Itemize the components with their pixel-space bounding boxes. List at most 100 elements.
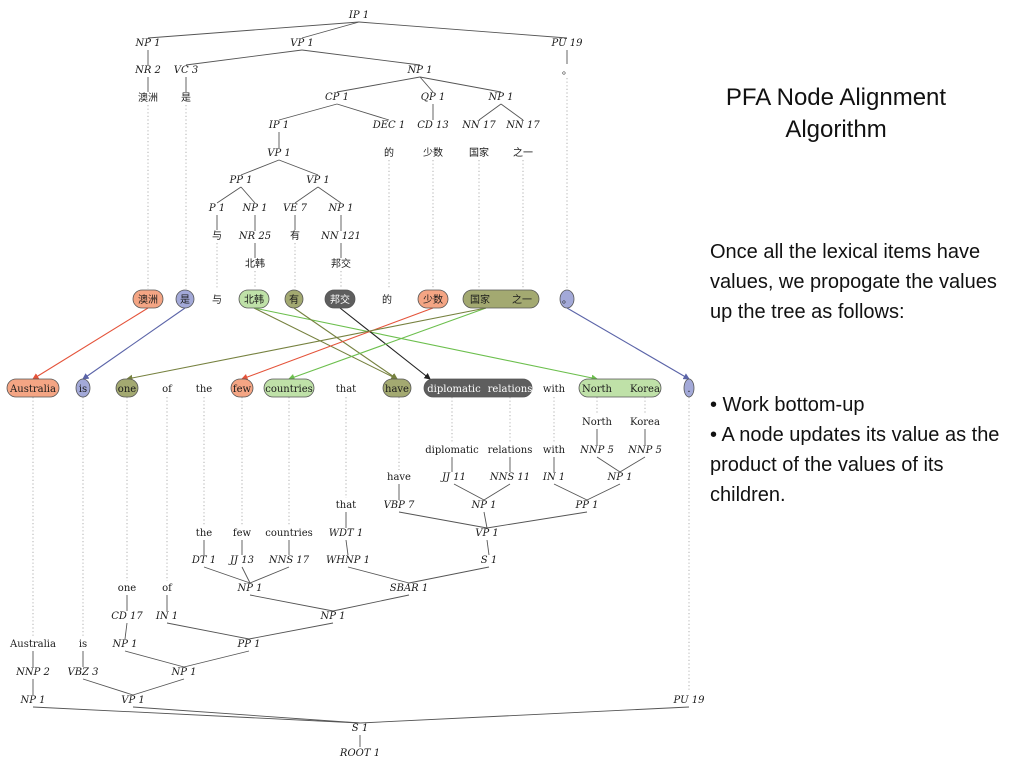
- cn-tree-edge: [301, 21, 360, 39]
- en-tree-edge: [486, 511, 588, 529]
- cn-node-11: NP 1: [487, 92, 513, 103]
- cn-lexical-item: 的: [382, 293, 392, 306]
- cn-node-30: 有: [290, 229, 300, 242]
- cn-tree-edge: [419, 76, 502, 93]
- cn-lexical-item: 是: [180, 294, 190, 306]
- en-node-14: PP 1: [575, 500, 599, 511]
- cn-tree-edge: [278, 159, 319, 176]
- en-node-31: IN 1: [155, 611, 178, 622]
- cn-lexical-item: 有: [289, 293, 299, 306]
- cn-node-13: DEC 1: [372, 120, 406, 131]
- en-node-27: NP 1: [236, 583, 262, 594]
- cn-lexical-item: 少数: [423, 293, 443, 306]
- en-node-12: VBP 7: [384, 500, 415, 511]
- en-node-42: PU 19: [673, 695, 706, 706]
- cn-node-28: 与: [212, 230, 222, 242]
- en-lexical-item: have: [385, 384, 409, 395]
- en-node-8: NNS 11: [489, 472, 530, 483]
- en-node-44: ROOT 1: [339, 748, 380, 759]
- cn-highlight-box: [417, 289, 449, 309]
- alignment-arrow: [566, 307, 690, 380]
- cn-node-27: NP 1: [327, 203, 353, 214]
- alignment-arrow: [82, 307, 186, 380]
- cn-node-32: 北韩: [245, 257, 265, 270]
- en-tree-edge: [249, 566, 290, 584]
- cn-tree-edge: [478, 103, 502, 121]
- en-tree-edge: [553, 483, 588, 501]
- cn-highlight-box: [324, 289, 356, 309]
- en-tree-edge: [132, 678, 185, 696]
- cn-node-22: PP 1: [229, 175, 253, 186]
- en-highlight-box: [423, 378, 533, 398]
- en-tree-edge: [359, 706, 690, 724]
- cn-node-31: NN 121: [320, 231, 361, 242]
- cn-node-7: 澳洲: [138, 91, 158, 104]
- en-lexical-item: of: [162, 384, 173, 395]
- cn-highlight-box: [559, 289, 575, 309]
- en-tree-edge: [483, 483, 511, 501]
- en-tree-edge: [124, 622, 128, 640]
- en-node-3: NNP 5: [627, 445, 662, 456]
- cn-highlight-box: [175, 289, 195, 309]
- cn-tree-edge: [240, 159, 280, 176]
- cn-node-9: CP 1: [325, 92, 349, 103]
- en-node-6: with: [543, 445, 566, 456]
- cn-highlight-box: [462, 289, 540, 309]
- en-node-43: S 1: [352, 723, 368, 734]
- en-tree-edge: [486, 539, 490, 556]
- en-node-9: IN 1: [542, 472, 565, 483]
- en-tree-edge: [596, 456, 621, 473]
- en-tree-edge: [398, 511, 488, 529]
- cn-tree-edge: [278, 103, 338, 121]
- explanation-panel: PFA Node Alignment Algorithm Once all th…: [700, 0, 1024, 768]
- en-tree-edge: [332, 594, 410, 612]
- en-node-7: JJ 11: [440, 472, 466, 483]
- cn-node-19: 少数: [423, 146, 443, 159]
- en-highlight-box: [115, 378, 139, 398]
- en-node-33: Australia: [9, 639, 56, 650]
- en-lexical-item: with: [543, 384, 566, 395]
- cn-highlight-box: [284, 289, 304, 309]
- cn-node-12: IP 1: [268, 120, 289, 131]
- en-node-10: NP 1: [606, 472, 632, 483]
- en-lexical-item: few: [233, 384, 252, 395]
- cn-node-4: NR 2: [134, 65, 161, 76]
- en-highlight-box: [230, 378, 254, 398]
- en-lexical-item: diplomatic: [427, 384, 481, 395]
- alignment-arrow: [253, 307, 398, 380]
- cn-tree-edge: [500, 103, 524, 121]
- cn-lexical-item: 之一: [512, 293, 532, 306]
- cn-node-2: VP 1: [290, 38, 314, 49]
- en-lexical-item: Korea: [630, 384, 660, 395]
- cn-node-10: QP 1: [421, 92, 445, 103]
- cn-node-21: 之一: [513, 146, 533, 159]
- en-lexical-item: .: [687, 384, 690, 395]
- cn-node-16: NN 17: [505, 120, 540, 131]
- cn-lexical-item: 北韩: [244, 293, 264, 306]
- en-tree-edge: [32, 706, 361, 724]
- en-node-13: NP 1: [470, 500, 496, 511]
- en-node-40: NP 1: [19, 695, 45, 706]
- cn-node-15: NN 17: [461, 120, 496, 131]
- en-highlight-box: [683, 378, 695, 398]
- cn-node-23: VP 1: [306, 175, 330, 186]
- en-node-2: NNP 5: [579, 445, 614, 456]
- cn-tree-edge: [301, 49, 421, 66]
- cn-tree-edge: [185, 49, 303, 66]
- cn-tree-edge: [240, 186, 256, 204]
- en-node-32: NP 1: [319, 611, 345, 622]
- en-tree-edge: [345, 539, 349, 556]
- step-product-update: • A node updates its value as the produc…: [710, 424, 1000, 506]
- en-lexical-item: one: [118, 384, 136, 395]
- cn-node-33: 邦交: [331, 257, 351, 270]
- cn-lexical-item: 邦交: [330, 293, 350, 306]
- cn-tree-edge: [317, 186, 342, 204]
- en-node-26: SBAR 1: [390, 583, 429, 594]
- cn-tree-edge: [419, 76, 434, 93]
- cn-node-3: PU 19: [551, 38, 584, 49]
- cn-tree-edge: [216, 186, 242, 204]
- en-node-35: NP 1: [111, 639, 137, 650]
- cn-node-34: 。: [562, 66, 572, 77]
- en-node-4: diplomatic: [425, 445, 479, 456]
- en-node-29: of: [162, 583, 173, 594]
